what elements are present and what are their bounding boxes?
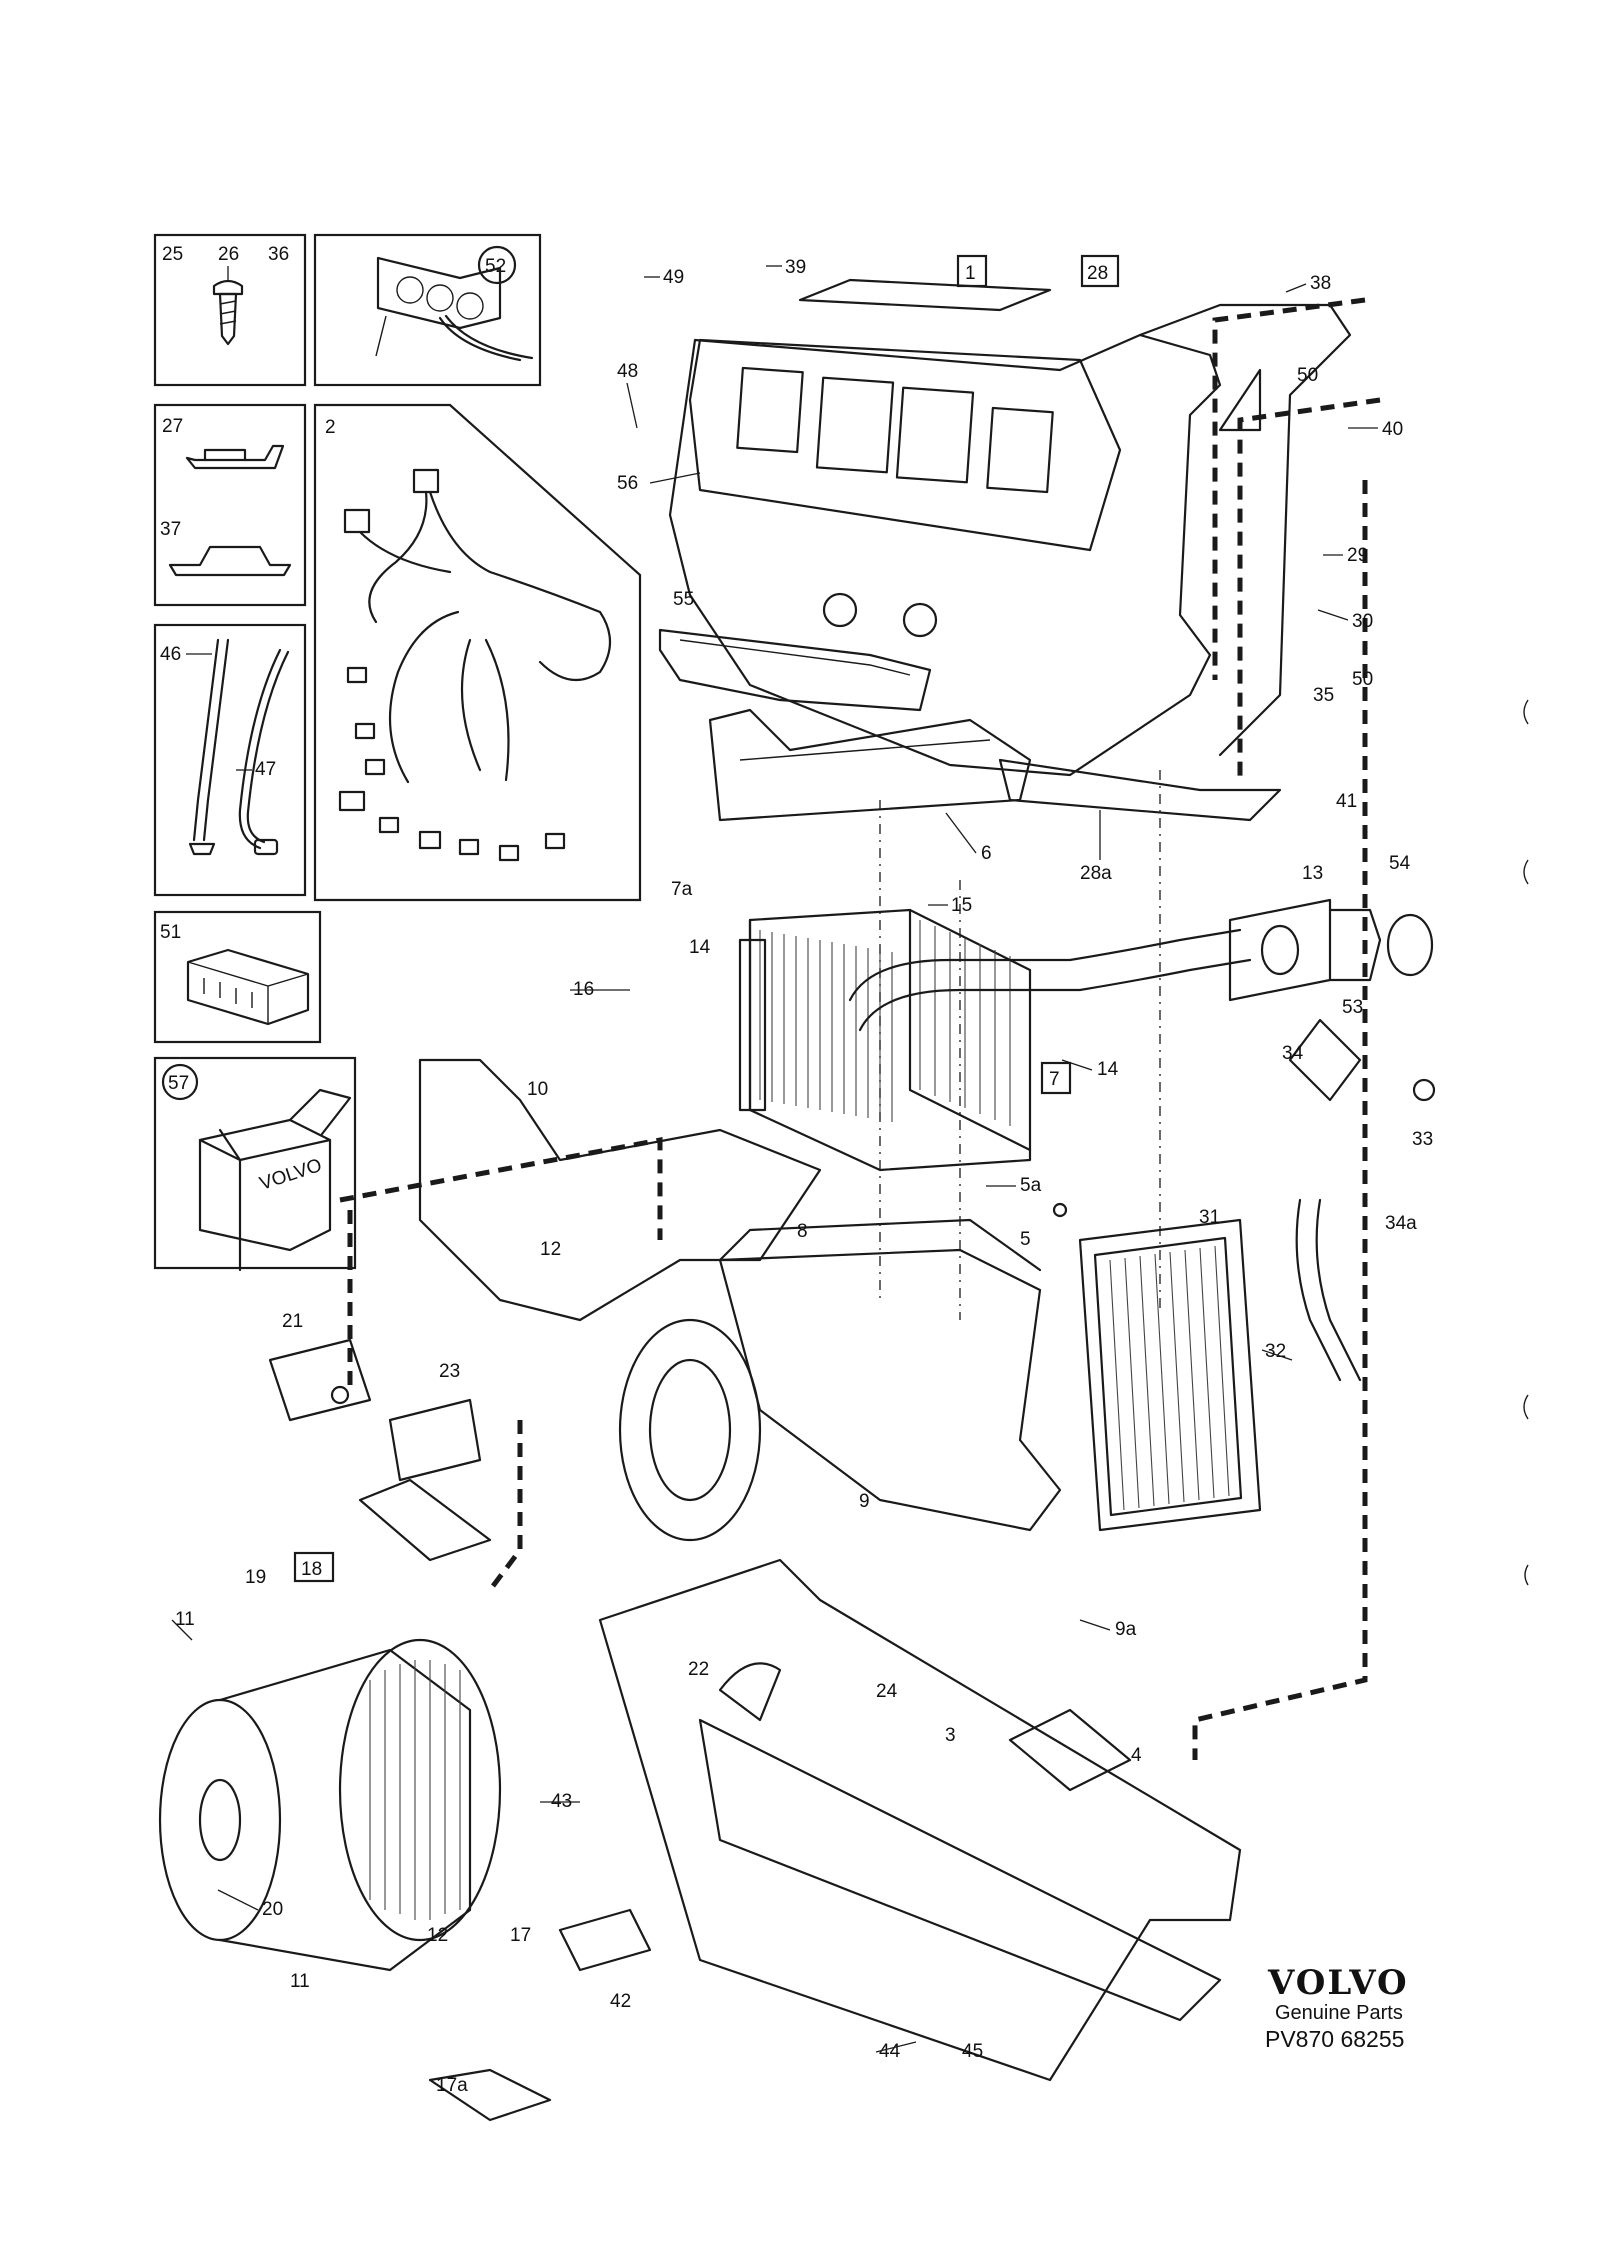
callout-20: 20 [262, 1899, 283, 1920]
label-47: 47 [255, 759, 276, 780]
callout-21: 21 [282, 1311, 303, 1332]
label-26: 26 [218, 244, 239, 265]
callout-23: 23 [439, 1361, 460, 1382]
callout-15: 15 [951, 895, 972, 916]
callout-14-bottom: 14 [1097, 1059, 1119, 1080]
callout-28a: 28a [1080, 863, 1112, 884]
callout-labels: 49 39 1 28 38 48 50 40 56 29 55 30 35 50… [175, 254, 1433, 2096]
callout-19: 19 [245, 1567, 266, 1588]
callout-34: 34 [1282, 1043, 1304, 1064]
callout-18: 18 [301, 1559, 322, 1580]
callout-5: 5 [1020, 1229, 1031, 1250]
callout-53: 53 [1342, 997, 1363, 1018]
inset-clips: 27 37 [153, 403, 307, 607]
callout-29: 29 [1347, 545, 1368, 566]
inset-connector: 51 [153, 910, 322, 1044]
gasket [658, 628, 932, 712]
callout-12-mid: 12 [540, 1239, 561, 1260]
callout-12-bottom: 12 [427, 1925, 448, 1946]
callout-45: 45 [962, 2041, 983, 2062]
kit-box-logo-text: VOLVO [257, 1155, 324, 1195]
callout-17a: 17a [436, 2075, 468, 2096]
callout-30: 30 [1352, 611, 1373, 632]
callout-1: 1 [965, 263, 976, 284]
callout-35: 35 [1313, 685, 1334, 706]
label-52: 52 [485, 256, 506, 277]
callout-41: 41 [1336, 791, 1357, 812]
inset-kit-box: 57 VOLVO [153, 1056, 357, 1272]
callout-7: 7 [1049, 1069, 1060, 1090]
callout-9: 9 [859, 1491, 870, 1512]
callout-42: 42 [610, 1991, 631, 2012]
callout-11-bottom: 11 [290, 1971, 310, 1992]
upper-housing [668, 278, 1352, 777]
callout-49: 49 [663, 267, 684, 288]
callout-24: 24 [876, 1681, 898, 1702]
callout-38: 38 [1310, 273, 1331, 294]
callout-55: 55 [673, 589, 694, 610]
label-27: 27 [162, 416, 183, 437]
base-housing [598, 1558, 1242, 2082]
refrigerant-pipe [848, 898, 1434, 1032]
callout-5a: 5a [1020, 1175, 1042, 1196]
diagram-code: PV870 68255 [1265, 2026, 1404, 2052]
blower-motor [158, 1638, 502, 1972]
callout-6: 6 [981, 843, 992, 864]
heater-casing [418, 1058, 1062, 1542]
callout-10: 10 [527, 1079, 548, 1100]
margin-marks [1523, 699, 1529, 1586]
inset-screw: 25 26 36 [153, 233, 307, 387]
callout-31: 31 [1199, 1207, 1220, 1228]
label-36: 36 [268, 244, 289, 265]
label-51: 51 [160, 922, 181, 943]
callout-39: 39 [785, 257, 806, 278]
label-25: 25 [162, 244, 183, 265]
callout-13: 13 [1302, 863, 1323, 884]
callout-50-mid: 50 [1352, 669, 1373, 690]
label-37: 37 [160, 519, 181, 540]
label-46: 46 [160, 644, 181, 665]
inset-control-panel: 52 [313, 233, 542, 387]
heater-core [1078, 1218, 1262, 1532]
callout-44: 44 [879, 2041, 901, 2062]
brand-block: VOLVO Genuine Parts PV870 68255 [1265, 1963, 1409, 2052]
callout-4: 4 [1131, 1745, 1142, 1766]
label-57: 57 [168, 1073, 189, 1094]
callout-7a: 7a [671, 879, 693, 900]
evaporator-core [738, 908, 1032, 1172]
callout-50-top: 50 [1297, 365, 1318, 386]
callout-48: 48 [617, 361, 638, 382]
label-2: 2 [325, 417, 336, 438]
inset-wiring-harness: 2 [313, 403, 642, 902]
callout-56: 56 [617, 473, 638, 494]
assembly-guide-lines [339, 297, 1381, 1760]
callout-22: 22 [688, 1659, 709, 1680]
brand-logo: VOLVO [1267, 1963, 1409, 2003]
callout-40: 40 [1382, 419, 1403, 440]
callout-33: 33 [1412, 1129, 1433, 1150]
callout-54: 54 [1389, 853, 1411, 874]
callout-9a: 9a [1115, 1619, 1137, 1640]
callout-leader-lines [171, 265, 1378, 2053]
callout-8: 8 [797, 1221, 808, 1242]
small-parts [268, 1018, 1436, 2122]
callout-34a: 34a [1385, 1213, 1417, 1234]
lower-housing [708, 708, 1282, 822]
callout-17: 17 [510, 1925, 531, 1946]
callout-28: 28 [1087, 263, 1108, 284]
brand-tagline: Genuine Parts [1275, 2002, 1403, 2024]
callout-3: 3 [945, 1725, 956, 1746]
callout-11-top: 11 [175, 1609, 195, 1630]
inset-hoses: 46 47 [153, 623, 307, 897]
callout-14-top: 14 [689, 937, 711, 958]
